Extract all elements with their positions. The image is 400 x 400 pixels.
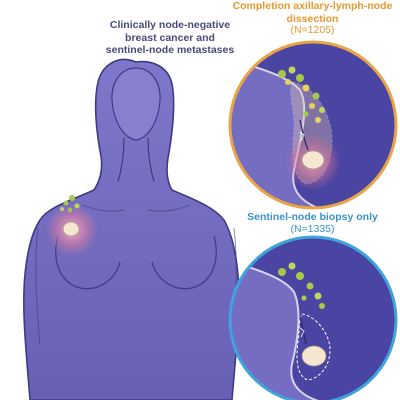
lymph-node xyxy=(63,200,69,206)
biopsy-panel-ring xyxy=(228,235,398,400)
biopsy-title: Sentinel-node biopsy only xyxy=(247,211,378,223)
biopsy-panel xyxy=(228,235,398,400)
biopsy-count: (N=1335) xyxy=(290,223,335,235)
main-label-line1: Clinically node-negative xyxy=(109,19,231,31)
main-label-line2: breast cancer and xyxy=(125,31,215,44)
lymph-node xyxy=(74,203,80,209)
dissection-title-line2: dissection xyxy=(286,12,339,25)
dissection-title: Completion axillary-lymph-node dissectio… xyxy=(225,0,400,25)
breast-tumor-marker xyxy=(46,195,98,256)
lymph-node xyxy=(60,207,64,211)
main-label-line3: sentinel-node metastases xyxy=(105,44,235,56)
lymph-node xyxy=(67,207,73,213)
dissection-panel-ring xyxy=(228,40,398,210)
dissection-title-line1: Completion axillary-lymph-node xyxy=(232,0,393,12)
lymph-node xyxy=(69,195,75,201)
main-label: Clinically node-negative breast cancer a… xyxy=(95,19,245,57)
torso-figure xyxy=(23,58,240,400)
dissection-count: (N=1205) xyxy=(290,24,335,36)
dissection-panel xyxy=(228,40,398,210)
